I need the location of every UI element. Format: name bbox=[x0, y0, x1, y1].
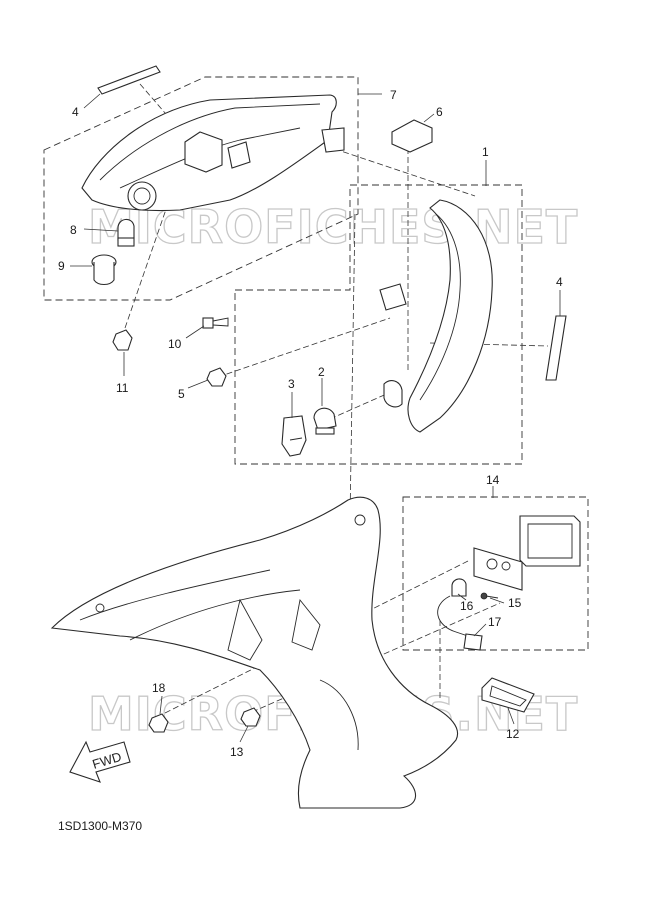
group-box-7 bbox=[43, 76, 359, 301]
rear-fender bbox=[50, 496, 458, 809]
lead-line bbox=[349, 213, 356, 519]
leader-8 bbox=[83, 228, 119, 232]
leader-5 bbox=[187, 379, 209, 389]
callout-17: 17 bbox=[488, 615, 502, 629]
lead-line bbox=[124, 191, 173, 329]
group-box-14 bbox=[402, 496, 589, 651]
callout-15: 15 bbox=[508, 596, 522, 610]
leader-15 bbox=[489, 597, 505, 604]
part-2-bulb bbox=[313, 407, 337, 435]
callout-14: 14 bbox=[486, 473, 500, 487]
fwd-arrow: FWD bbox=[69, 740, 131, 783]
part-6-cushion bbox=[391, 119, 433, 153]
lead-line bbox=[164, 559, 471, 714]
part-1-tail-light bbox=[379, 199, 493, 433]
callout-4b: 4 bbox=[556, 275, 563, 289]
callout-5: 5 bbox=[178, 387, 185, 401]
callout-8: 8 bbox=[70, 223, 77, 237]
part-18-nut bbox=[148, 713, 169, 733]
callout-6: 6 bbox=[436, 105, 443, 119]
callout-10: 10 bbox=[168, 337, 182, 351]
leader-16 bbox=[457, 593, 467, 601]
part-4-reflector-left bbox=[97, 65, 161, 95]
part-14-license-light bbox=[473, 515, 581, 591]
callout-9: 9 bbox=[58, 259, 65, 273]
part-17-connector bbox=[463, 633, 483, 651]
leader-13 bbox=[239, 725, 249, 743]
part-12-lens bbox=[481, 677, 535, 713]
leader-12 bbox=[507, 707, 515, 725]
callout-18: 18 bbox=[152, 681, 166, 695]
part-11-nut bbox=[112, 329, 133, 351]
leader-10 bbox=[185, 325, 205, 339]
part-16-socket bbox=[437, 578, 469, 637]
leader-18 bbox=[159, 695, 163, 715]
callout-12: 12 bbox=[506, 727, 520, 741]
callout-1: 1 bbox=[482, 145, 489, 159]
callout-13: 13 bbox=[230, 745, 244, 759]
callout-16: 16 bbox=[460, 599, 474, 613]
lead-line bbox=[217, 317, 391, 378]
diagram-code: 1SD1300-M370 bbox=[58, 819, 142, 833]
callout-4a: 4 bbox=[72, 105, 79, 119]
part-9-socket bbox=[91, 254, 117, 286]
callout-11: 11 bbox=[116, 381, 129, 395]
part-7-housing bbox=[81, 94, 345, 212]
part-5-nut bbox=[206, 367, 227, 387]
group-box-1 bbox=[234, 184, 523, 465]
callout-7: 7 bbox=[390, 88, 397, 102]
part-8-bulb bbox=[117, 218, 135, 247]
part-13-nut bbox=[240, 707, 261, 727]
leader-6 bbox=[423, 113, 435, 123]
part-15-screw bbox=[480, 592, 499, 600]
leader-4a bbox=[83, 93, 101, 109]
callout-2: 2 bbox=[318, 365, 325, 379]
part-3-socket bbox=[281, 415, 307, 457]
leader-17 bbox=[473, 623, 487, 637]
lead-line bbox=[325, 145, 476, 197]
callout-3: 3 bbox=[288, 377, 295, 391]
part-10-screw bbox=[202, 317, 229, 329]
part-4-reflector-right bbox=[545, 315, 567, 381]
